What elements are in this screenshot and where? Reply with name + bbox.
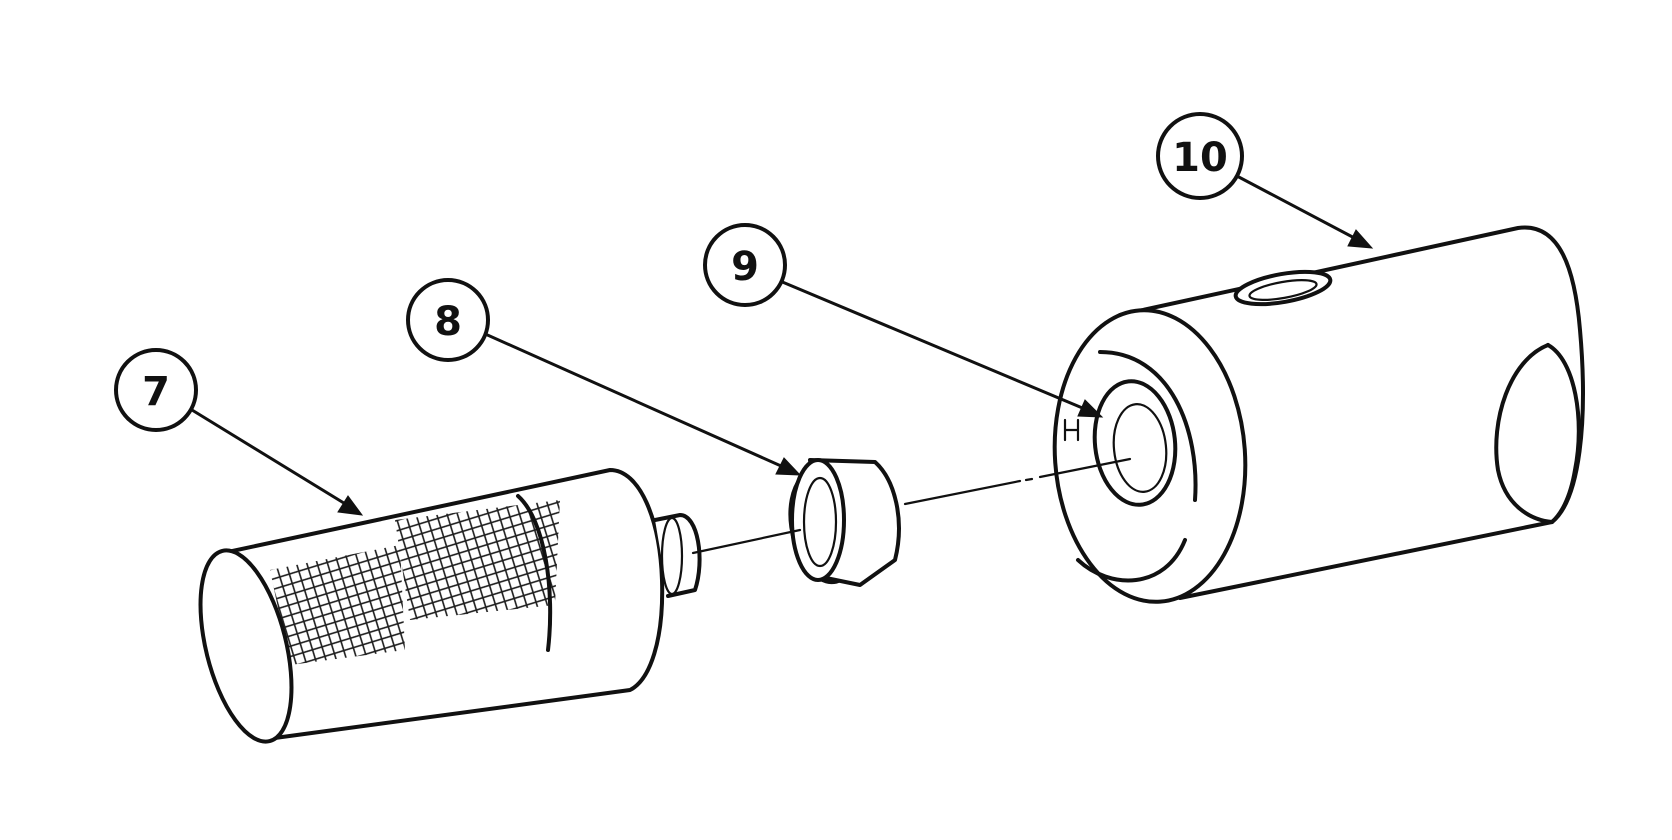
leader-9 (779, 279, 1104, 418)
leader-8 (482, 331, 802, 476)
housing-part (1052, 225, 1585, 604)
assembly-axis (691, 457, 1132, 555)
callout-8-label: 8 (434, 299, 462, 345)
callout-8: 8 (406, 278, 490, 362)
leader-10 (1234, 173, 1374, 249)
callout-7-label: 7 (142, 369, 170, 415)
callout-10-label: 10 (1172, 135, 1228, 181)
strainer-screen-part (198, 468, 702, 744)
callout-10: 10 (1156, 112, 1244, 200)
callout-9-label: 9 (731, 244, 759, 290)
callout-9: 9 (703, 223, 787, 307)
tapered-seal-part (790, 458, 901, 587)
callout-7: 7 (114, 348, 198, 432)
leader-7 (191, 408, 364, 516)
